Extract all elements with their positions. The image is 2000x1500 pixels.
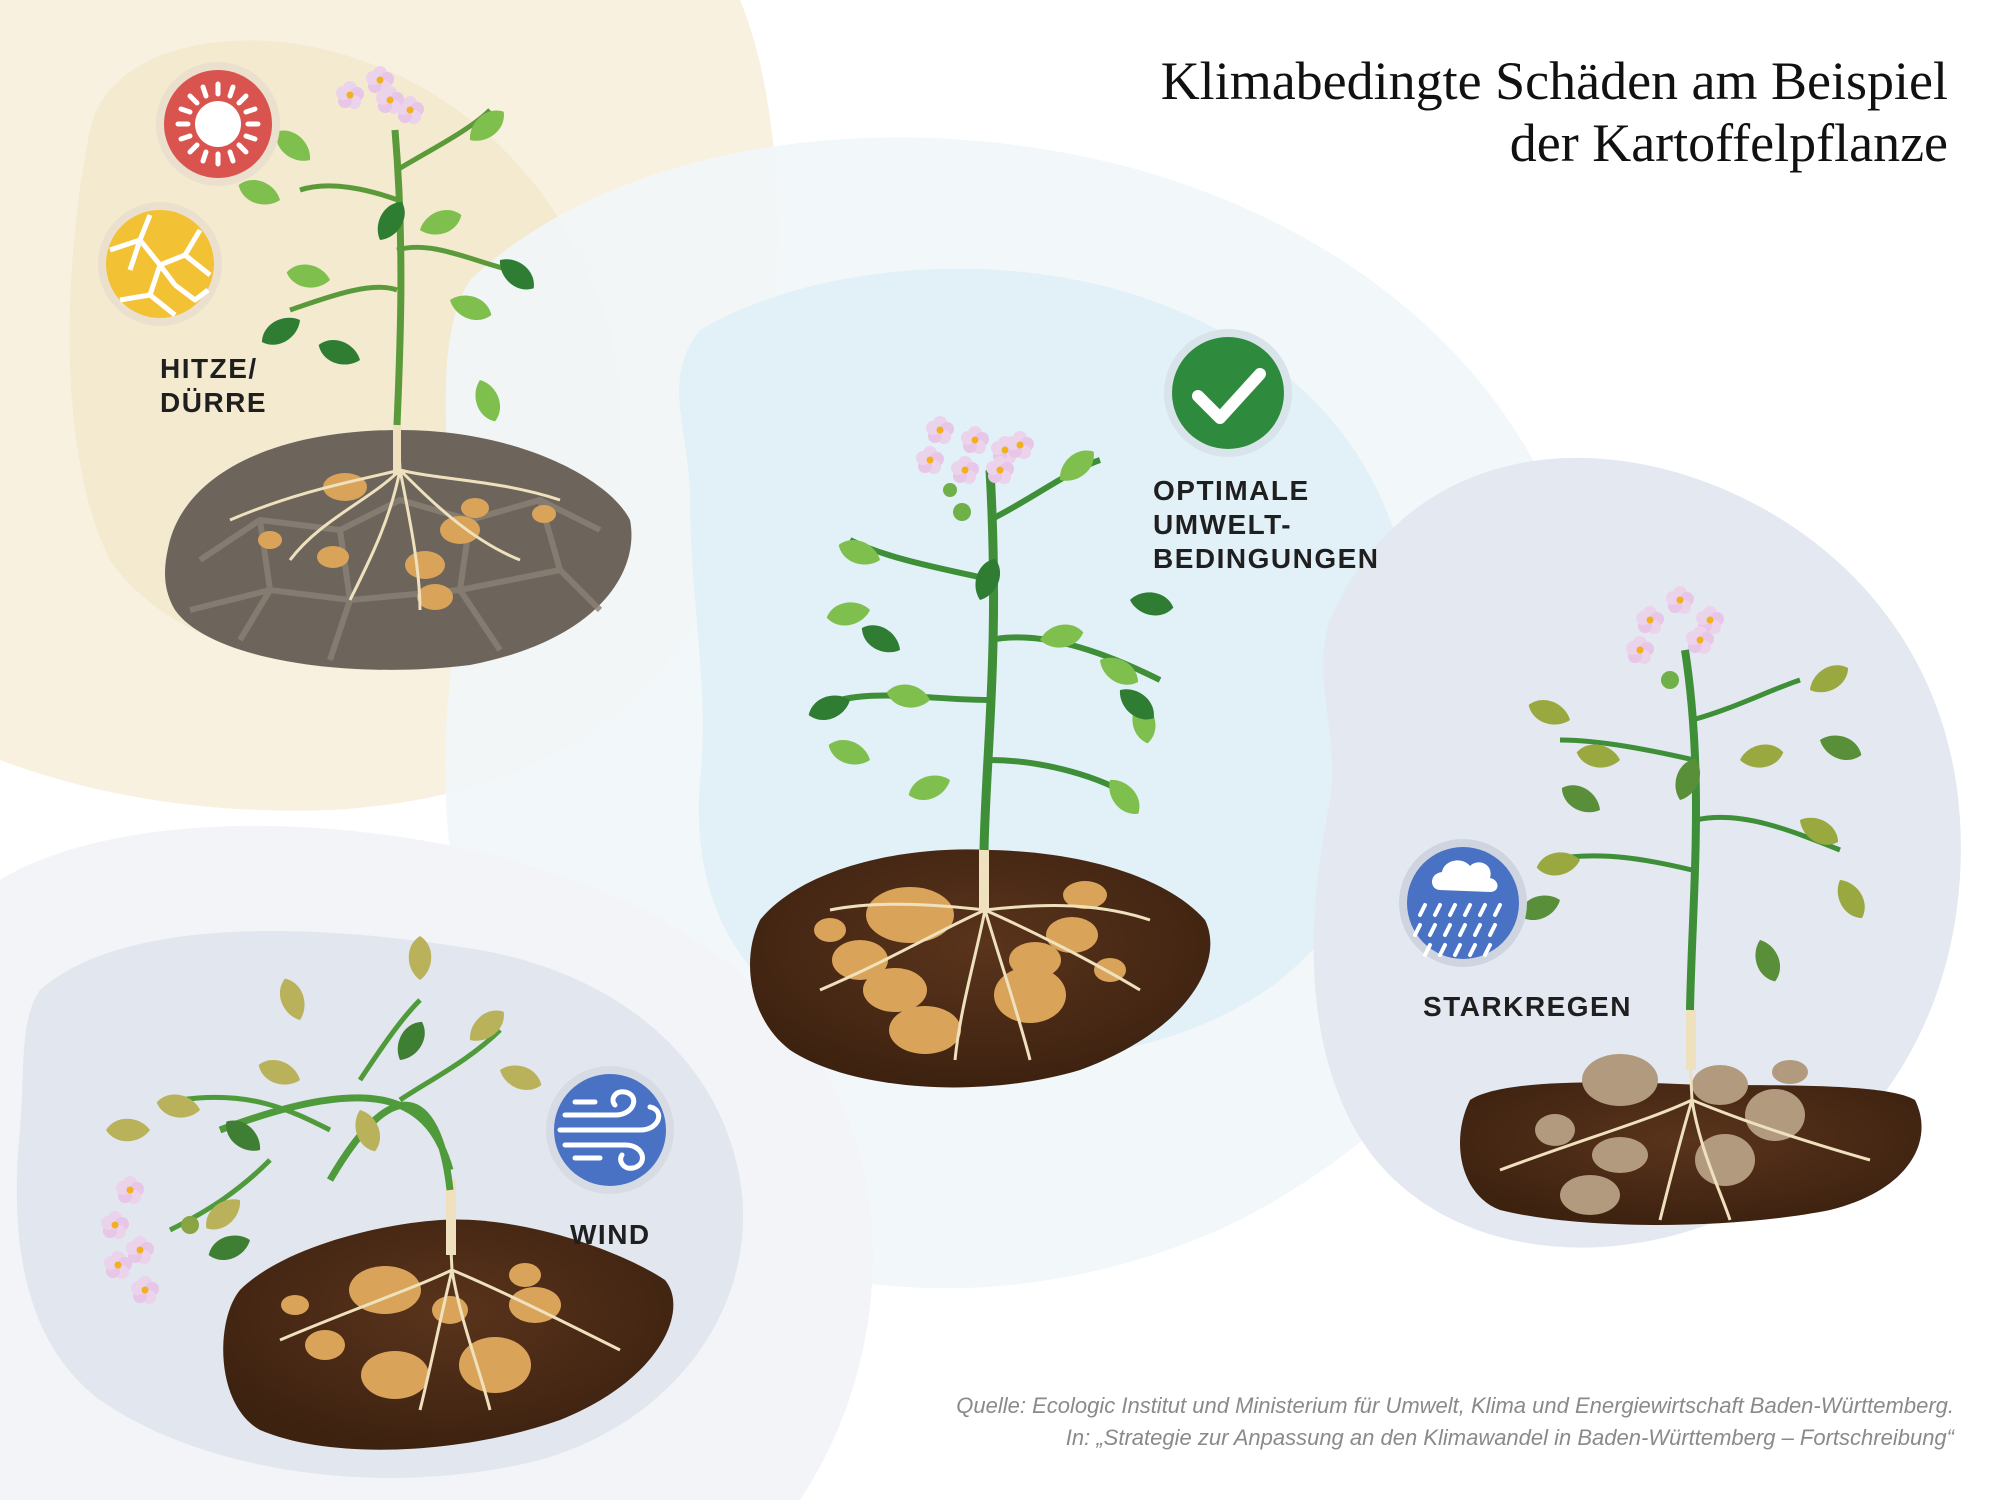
- optimal-label: OPTIMALE UMWELT- BEDINGUNGEN: [1153, 474, 1380, 576]
- cracked-earth-icon: [98, 202, 222, 326]
- page-title: Klimabedingte Schäden am Beispiel der Ka…: [948, 50, 1948, 174]
- rain-plant: [1460, 586, 1922, 1225]
- rain-background-blob: [1313, 457, 1961, 1248]
- page-title-line-2: der Kartoffelpflanze: [1509, 113, 1948, 173]
- heat-label: HITZE/ DÜRRE: [160, 352, 267, 420]
- page-title-line-1: Klimabedingte Schäden am Beispiel: [1160, 51, 1948, 111]
- optimal-plant: [750, 416, 1211, 1088]
- heat-label-line-1: HITZE/: [160, 353, 258, 384]
- wind-label: WIND: [570, 1218, 651, 1252]
- source-note: Quelle: Ecologic Institut und Ministeriu…: [654, 1390, 1954, 1454]
- heavy-rain-icon: [1399, 839, 1527, 967]
- source-line-2: In: „Strategie zur Anpassung an den Klim…: [1065, 1425, 1954, 1450]
- optimal-label-line-1: OPTIMALE: [1153, 475, 1310, 506]
- source-line-1: Quelle: Ecologic Institut und Ministeriu…: [956, 1393, 1954, 1418]
- optimal-label-line-2: UMWELT-: [1153, 509, 1293, 540]
- rain-label-text: STARKREGEN: [1423, 991, 1632, 1022]
- heat-label-line-2: DÜRRE: [160, 387, 268, 418]
- heat-plant: [165, 66, 632, 670]
- optimal-label-line-3: BEDINGUNGEN: [1153, 543, 1380, 574]
- sun-icon: [156, 62, 280, 186]
- wind-plant: [101, 936, 674, 1450]
- wind-icon: [546, 1066, 674, 1194]
- rain-label: STARKREGEN: [1423, 990, 1632, 1024]
- wind-label-text: WIND: [570, 1219, 651, 1250]
- checkmark-icon: [1164, 329, 1292, 457]
